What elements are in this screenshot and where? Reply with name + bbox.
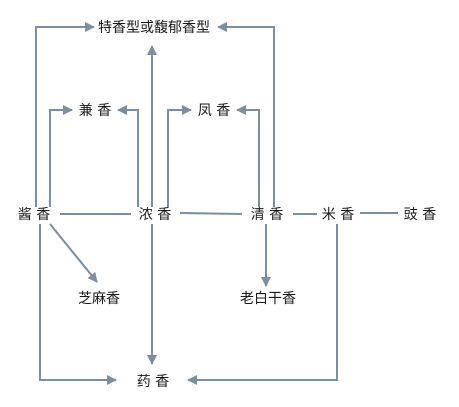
edge-nongxiang-to-jianxiang	[117, 105, 139, 207]
edge-nongxiang-qingxiang	[179, 212, 243, 215]
node-mixiang: 米 香	[322, 207, 354, 223]
edge-jiangxiang-to-jianxiang	[49, 105, 73, 207]
node-chixiang: 豉 香	[404, 207, 436, 223]
edge-qingxiang-to-fengxiang	[236, 105, 260, 207]
node-jianxiang: 兼 香	[79, 103, 111, 119]
edge-jiangxiang-to-yaoxiang	[39, 224, 117, 385]
node-jiangxiang: 酱 香	[18, 207, 50, 223]
node-zhimaxiang: 芝麻香	[78, 291, 120, 307]
edge-jiangxiang-to-zhimaxiang	[49, 223, 98, 283]
node-yaoxiang: 药 香	[137, 374, 169, 390]
edge-mixiang-to-yaoxiang	[187, 224, 338, 385]
node-fengxiang: 凤 香	[198, 103, 230, 119]
node-nongxiang: 浓 香	[139, 207, 171, 223]
edge-nongxiang-to-fengxiang	[167, 105, 192, 207]
node-teyu: 特香型或馥郁香型	[98, 19, 210, 36]
node-qingxiang: 清 香	[251, 207, 283, 223]
edge-qingxiang-to-teyu	[217, 22, 275, 207]
node-laobaigan: 老白干香	[240, 291, 296, 307]
edge-jiangxiang-to-teyu	[35, 22, 95, 207]
